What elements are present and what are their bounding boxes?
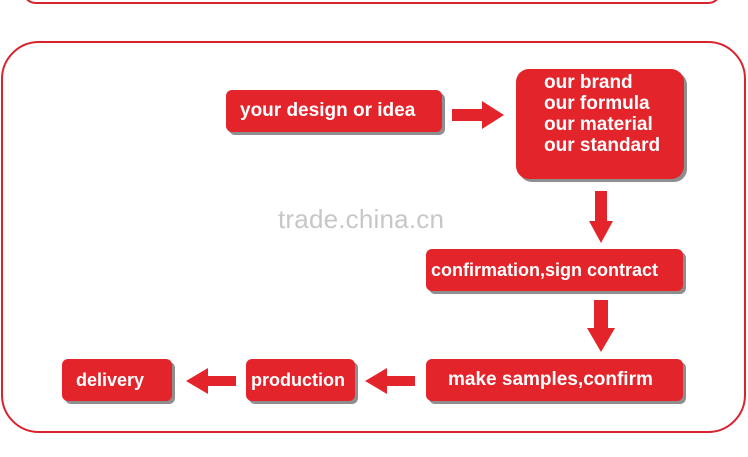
make-samples-label: make samples,confirm <box>448 369 653 390</box>
design-idea-box: your design or idea <box>226 90 442 132</box>
our-brand-label: our brand <box>544 72 633 93</box>
confirmation-label: confirmation,sign contract <box>431 259 659 280</box>
confirmation-box: confirmation,sign contract <box>426 249 683 291</box>
watermark-text: trade.china.cn <box>278 204 445 234</box>
our-material-label: our material <box>544 114 653 135</box>
our-formula-label: our formula <box>544 93 650 114</box>
delivery-label: delivery <box>76 369 145 390</box>
arrow-right-icon <box>452 101 504 129</box>
production-label: production <box>251 369 345 390</box>
production-box: production <box>246 359 355 401</box>
make-samples-box: make samples,confirm <box>426 359 683 401</box>
arrow-down-icon <box>587 300 615 352</box>
arrow-left-icon <box>186 368 236 394</box>
delivery-box: delivery <box>62 359 172 401</box>
our-offerings-box: our brand our formula our material our s… <box>516 69 684 179</box>
arrow-down-icon <box>589 191 613 243</box>
design-idea-label: your design or idea <box>240 100 416 121</box>
arrow-left-icon <box>365 368 415 394</box>
top-frame-border <box>22 0 722 4</box>
our-standard-label: our standard <box>544 135 661 156</box>
main-frame-border <box>1 41 746 433</box>
